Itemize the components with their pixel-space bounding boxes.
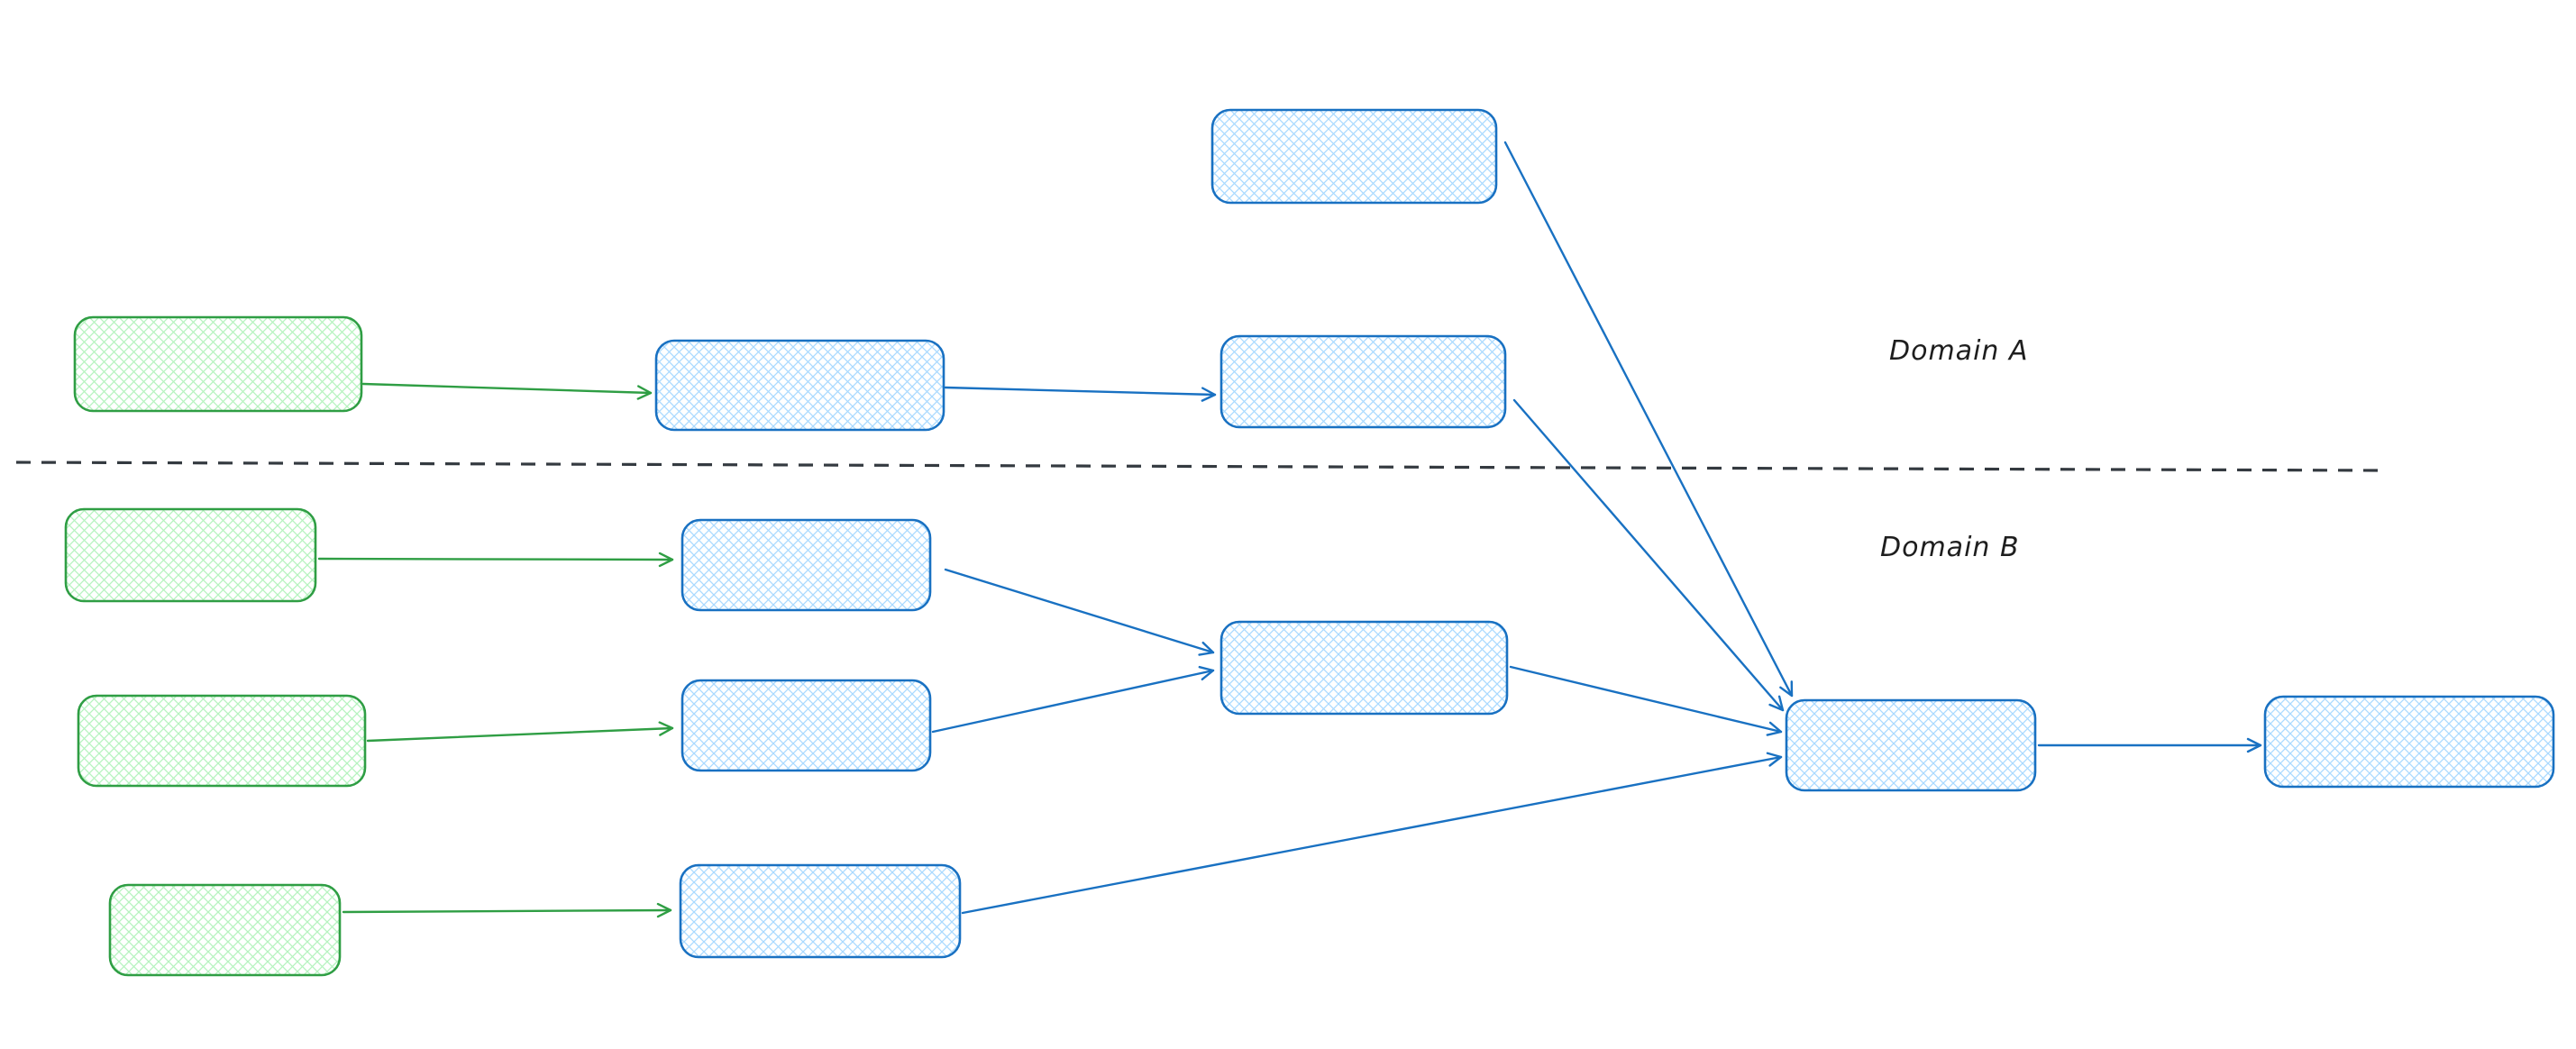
edge-a-upper-to-merge[interactable] bbox=[1503, 141, 1794, 698]
node-domain-b-source-3[interactable] bbox=[108, 883, 342, 977]
edges-layer bbox=[317, 141, 2262, 918]
node-domain-b-step-1[interactable] bbox=[681, 518, 932, 612]
node-domain-a-upper[interactable] bbox=[1210, 108, 1498, 205]
edge-b-source2-to-step2[interactable] bbox=[366, 721, 674, 743]
node-output-node[interactable] bbox=[2263, 695, 2555, 789]
domain-a-label[interactable]: Domain A bbox=[1889, 335, 2029, 367]
edge-a-source-to-step1[interactable] bbox=[361, 382, 653, 400]
edge-b-step1-to-merge[interactable] bbox=[944, 568, 1215, 656]
nodes-layer bbox=[64, 108, 2555, 977]
node-domain-b-source-1[interactable] bbox=[64, 507, 317, 603]
node-domain-b-source-2[interactable] bbox=[77, 694, 367, 788]
edge-b-source1-to-step1[interactable] bbox=[317, 552, 674, 568]
node-domain-b-step-3[interactable] bbox=[679, 863, 962, 959]
node-domain-a-source[interactable] bbox=[73, 315, 363, 413]
edge-b-step2-to-merge[interactable] bbox=[931, 665, 1215, 734]
domain-separator-line[interactable] bbox=[15, 461, 2382, 472]
edge-b-source3-to-step3[interactable] bbox=[342, 902, 672, 918]
node-domain-a-step-1[interactable] bbox=[654, 339, 945, 432]
edge-a-step1-to-step2[interactable] bbox=[944, 386, 1217, 402]
edge-b-merge-to-merge[interactable] bbox=[1509, 665, 1783, 736]
separator-layer bbox=[15, 461, 2382, 472]
node-domain-a-step-2[interactable] bbox=[1219, 334, 1507, 429]
edge-a-step2-to-merge[interactable] bbox=[1512, 398, 1785, 712]
domain-b-label[interactable]: Domain B bbox=[1880, 532, 2020, 563]
node-domain-b-step-2[interactable] bbox=[681, 679, 932, 772]
node-merge-node[interactable] bbox=[1785, 698, 2037, 792]
edge-b-step3-to-merge[interactable] bbox=[961, 752, 1783, 915]
node-domain-b-merge[interactable] bbox=[1219, 620, 1509, 716]
